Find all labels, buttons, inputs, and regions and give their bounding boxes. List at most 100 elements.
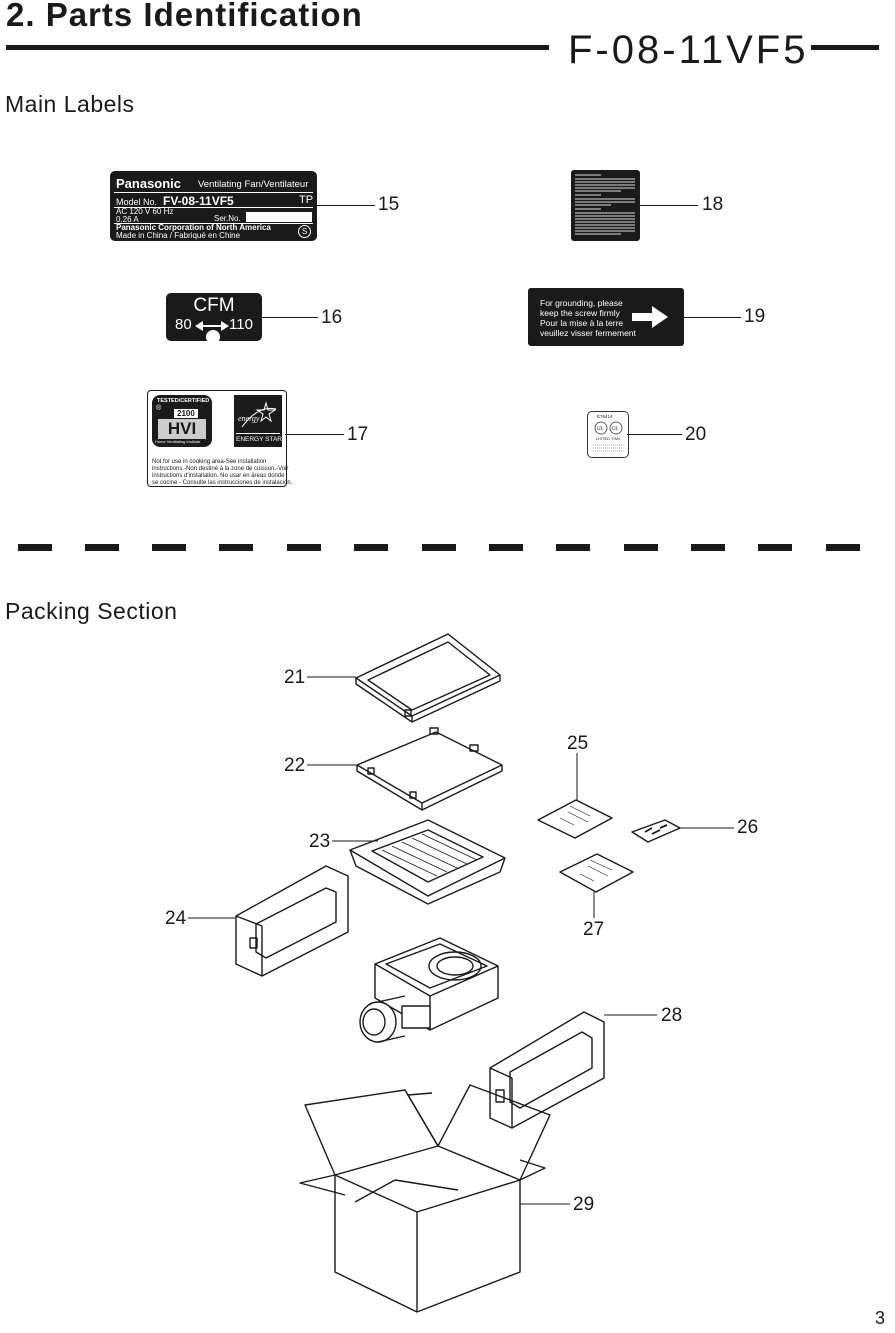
part-number: 18 — [702, 194, 724, 215]
leader-line — [285, 434, 344, 435]
part-number: 15 — [378, 194, 400, 215]
part-number: 22 — [284, 755, 306, 776]
grounding-text-line: keep the screw firmly — [540, 308, 620, 318]
rating-label: Panasonic Ventilating Fan/Ventilateur Mo… — [110, 171, 317, 241]
tested-text: TESTED/CERTIFIED — [157, 398, 210, 404]
foam-insert-left — [235, 865, 349, 977]
model-code: F-08-11VF5 — [568, 28, 809, 72]
leader-line — [262, 317, 318, 318]
ul-listing-label: E76414 UL UL LISTED FAN — [587, 411, 629, 458]
listed-text: LISTED — [596, 436, 611, 441]
leader-line — [317, 205, 375, 206]
energy-star-icon — [241, 401, 277, 428]
foam-insert-right — [489, 1011, 605, 1129]
serial-label: Ser.No. — [214, 214, 241, 223]
divider-dash — [152, 544, 186, 551]
grounding-text-line: veuillez visser fermement — [540, 328, 636, 338]
part-number: 16 — [321, 307, 343, 328]
grounding-text-line: Pour la mise à la terre — [540, 318, 624, 328]
hvi-logo: HVI — [158, 419, 206, 439]
serial-box — [246, 212, 312, 222]
cfm-label: CFM 80 110 — [166, 293, 262, 344]
divider-dash — [556, 544, 590, 551]
energy-star-badge: energy ENERGY STAR — [234, 395, 282, 447]
model-value: FV-08-11VF5 — [163, 194, 234, 208]
brand-name: Panasonic — [116, 176, 182, 191]
divider-dash — [18, 544, 52, 551]
grounding-label: For grounding, please keep the screw fir… — [528, 288, 684, 346]
origin-text: Made in China / Fabriqué en Chine — [116, 231, 241, 240]
divider-dash — [624, 544, 658, 551]
divider-dash — [287, 544, 321, 551]
part-number: 20 — [685, 424, 707, 445]
divider — [114, 207, 313, 208]
registered-mark: ® — [156, 405, 162, 412]
leader-line — [627, 434, 682, 435]
double-arrow-icon — [195, 321, 229, 331]
part-number: 28 — [661, 1005, 683, 1026]
certification-label: TESTED/CERTIFIED ® 2100 HVI Home Ventila… — [147, 390, 293, 487]
divider — [114, 192, 313, 193]
divider-dash — [758, 544, 792, 551]
section-heading-main-labels: Main Labels — [5, 91, 135, 117]
section-heading-packing: Packing Section — [5, 598, 178, 624]
cooking-area-note: Not for use in cooking area-See installa… — [152, 459, 293, 487]
fan-text: FAN — [612, 436, 620, 441]
part-number: 21 — [284, 667, 306, 688]
model-label: Model No. — [116, 197, 158, 207]
label-subtitle: Ventilating Fan/Ventilateur — [198, 179, 309, 190]
instruction-manual-alt — [559, 853, 634, 893]
note-line: se cocine - Consulte las instrucciones d… — [152, 480, 293, 486]
note-line: Not for use in cooking area-See installa… — [152, 459, 267, 465]
cfm-title: CFM — [193, 295, 235, 316]
page-title: 2. Parts Identification — [6, 0, 363, 33]
svg-text:UL: UL — [612, 426, 619, 432]
ul-code: E76414 — [597, 414, 613, 419]
adapter-plate — [356, 727, 503, 811]
part-number: 29 — [573, 1194, 595, 1215]
arrow-right-icon — [632, 306, 668, 328]
divider-dash — [354, 544, 388, 551]
carton-box — [299, 1084, 551, 1313]
section-divider — [18, 544, 863, 551]
grille — [349, 819, 506, 905]
part-number: 27 — [583, 919, 605, 940]
current-rating: 0.26 A — [116, 215, 139, 224]
energy-script: energy — [238, 414, 260, 423]
part-number: 19 — [744, 306, 766, 327]
instruction-manual — [537, 799, 613, 839]
hvi-rating: 2100 — [174, 409, 198, 418]
hvi-subtitle: Home Ventilating Institute — [155, 439, 201, 444]
divider-dash — [826, 544, 860, 551]
page-number: 3 — [874, 1308, 885, 1328]
divider-dash — [219, 544, 253, 551]
fine-print-icon — [593, 444, 623, 452]
cfm-low: 80 — [175, 316, 192, 333]
note-line: instructions.-Non destiné à la zone de c… — [152, 466, 289, 472]
company-name: Panasonic Corporation of North America — [116, 223, 271, 232]
part-number: 24 — [165, 908, 187, 929]
divider-dash — [422, 544, 456, 551]
divider-dash — [85, 544, 119, 551]
part-number: 26 — [737, 817, 759, 838]
grounding-text-line: For grounding, please — [540, 298, 623, 308]
hvi-badge: TESTED/CERTIFIED ® 2100 HVI Home Ventila… — [152, 395, 212, 447]
electrical-rating: AC 120 V 60 Hz — [116, 207, 174, 216]
mounting-frame — [355, 633, 501, 723]
part-number: 25 — [567, 733, 589, 754]
screw-packet — [631, 819, 681, 843]
packing-diagram — [188, 633, 734, 1313]
header-rule-right — [811, 45, 879, 50]
divider-dash — [489, 544, 523, 551]
divider-dash — [691, 544, 725, 551]
header-rule-left — [6, 45, 549, 50]
ul-mark-icon: UL UL — [594, 421, 623, 435]
note-line: instructions d'installation. No usar en … — [152, 473, 285, 479]
warning-label — [571, 170, 640, 241]
cfm-high: 110 — [229, 316, 253, 333]
leader-line — [684, 317, 741, 318]
tp-mark: TP — [299, 194, 314, 206]
fine-print-icon — [575, 174, 635, 235]
leader-line — [640, 205, 698, 206]
fan-housing — [359, 937, 499, 1043]
